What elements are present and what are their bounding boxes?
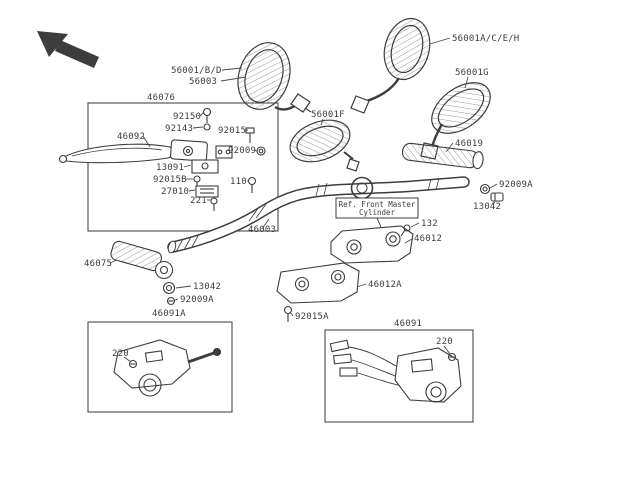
master-cylinder-ref: [335, 176, 419, 228]
leader-lines: [109, 37, 498, 363]
mirror-f: [289, 119, 360, 172]
bolt-92015: [245, 127, 255, 143]
label-screw-220-left: 220: [112, 349, 129, 359]
label-locknut-92143: 92143: [165, 124, 193, 134]
label-bolt-92015a: 92015A: [295, 312, 329, 322]
label-screw-92150: 92150: [173, 112, 201, 122]
label-holder-upper: 46012: [414, 234, 442, 244]
label-bolt-110: 110: [230, 177, 247, 187]
bolt-132: [400, 224, 411, 237]
holder-13091: [191, 159, 219, 174]
grip-left: [110, 240, 174, 280]
label-switch-box-left: 46091A: [152, 309, 186, 319]
label-bolt-132: 132: [421, 219, 438, 229]
handlebar-tube: [167, 176, 470, 254]
handlebar-holder-upper: [330, 224, 414, 264]
label-mirror-f: 56001F: [311, 110, 345, 120]
label-washer-92009a-left: 92009A: [180, 295, 214, 305]
part-labels: 56001A/C/E/H 56001/B/D 56003 56001G 5600…: [84, 34, 533, 359]
ring-13042-left: [162, 281, 176, 295]
screw-92150: [202, 107, 212, 123]
label-screw-220-right: 220: [436, 337, 453, 347]
label-washer-92009a-right: 92009A: [499, 180, 533, 190]
label-cap-13042-left: 13042: [193, 282, 221, 292]
switch-left-box: [87, 321, 233, 413]
screw-221: [210, 197, 218, 211]
lever-blade: [61, 143, 175, 164]
screw-92009a-left: [166, 296, 176, 306]
label-grip-right: 46019: [455, 139, 483, 149]
label-screw-221: 221: [190, 196, 207, 206]
assembly-boxes: [87, 102, 474, 423]
mirror-right: [350, 17, 431, 114]
label-switch-box-right: 46091: [394, 319, 422, 329]
label-nut-92009: 92009: [228, 146, 256, 156]
switch-housing-left: [113, 339, 222, 397]
ref-note-line1: Ref. Front Master: [339, 200, 416, 209]
label-lever-blade: 46092: [117, 132, 145, 142]
switch-right-box: [324, 329, 474, 423]
label-mirror-right-assy: 56001A/C/E/H: [452, 34, 519, 44]
label-mirror-g: 56001G: [455, 68, 489, 78]
washer-92009a-right: [479, 183, 491, 195]
bolt-110: [247, 176, 257, 193]
label-handlebar: 46003: [248, 225, 276, 235]
clutch-lever-assembly: [58, 107, 266, 211]
label-bolt-92015: 92015: [218, 126, 246, 136]
ref-note-line2: Cylinder: [359, 208, 396, 217]
label-mirror-left-assy: 56001/B/D: [171, 66, 222, 76]
label-cap-13042-right: 13042: [473, 202, 501, 212]
switch-27010: [195, 185, 219, 198]
lever-assembly-box: [87, 102, 279, 232]
label-lever-assembly: 46076: [147, 93, 175, 103]
mirror-left: [237, 42, 312, 113]
label-switch-27010: 27010: [161, 187, 189, 197]
label-holder-lower: 46012A: [368, 280, 402, 290]
grip-right: [401, 142, 484, 170]
cap-13042-right: [490, 192, 504, 202]
label-bolt-92015b: 92015B: [153, 175, 187, 185]
screw-220-right-part: [447, 352, 457, 362]
handlebar-holder-lower: [276, 262, 360, 304]
screw-220-left-part: [128, 359, 138, 369]
tube-shading: [175, 177, 440, 253]
switch-housing-right: [329, 339, 462, 403]
bolt-92015a: [283, 305, 293, 322]
label-grip-left: 46075: [84, 259, 112, 269]
mirror-g: [420, 82, 491, 160]
nut-92009: [256, 146, 266, 156]
label-holder-13091: 13091: [156, 163, 184, 173]
orientation-arrow-icon: [37, 31, 99, 68]
label-mirror-glass: 56003: [189, 77, 217, 87]
nut-92143: [203, 123, 211, 131]
perch-clamp: [215, 145, 233, 159]
